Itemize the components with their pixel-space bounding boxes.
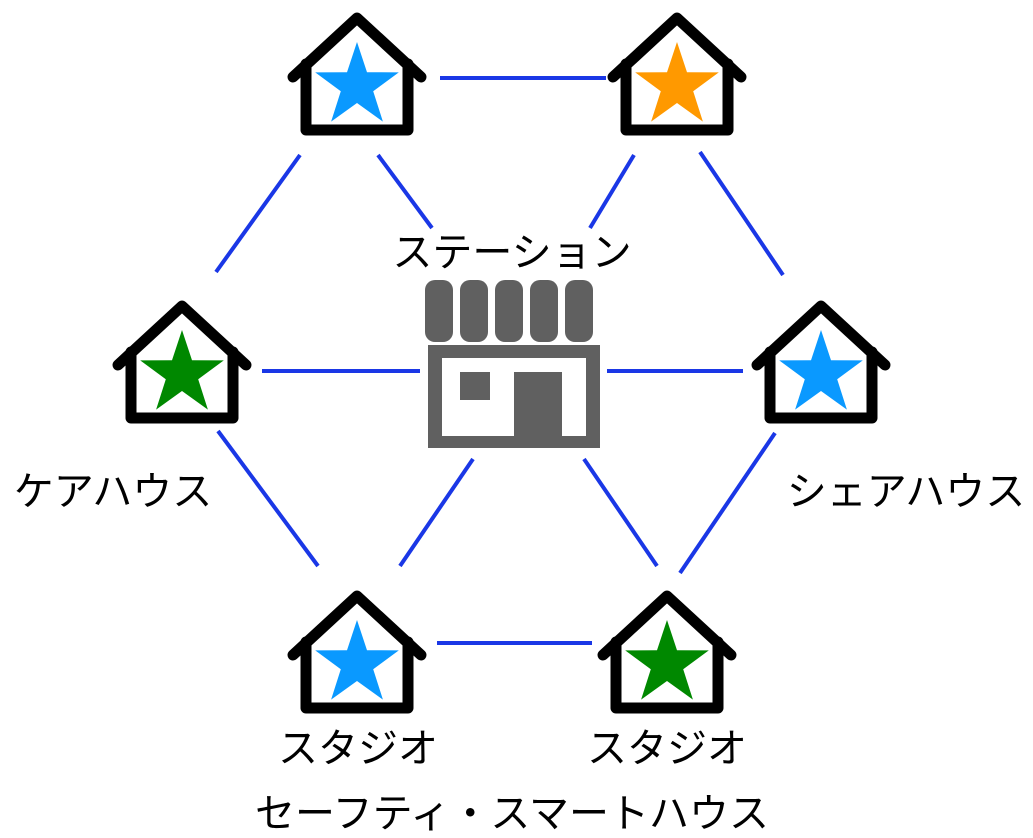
house-roof xyxy=(112,300,252,371)
storefront-awning-stripe xyxy=(460,280,488,342)
storefront-awning-stripe xyxy=(495,280,523,342)
house-icon-top-left xyxy=(287,12,427,136)
house-icon-middle-right xyxy=(751,300,891,424)
house-roof xyxy=(607,12,747,83)
house-roof xyxy=(287,12,427,83)
house-body xyxy=(300,636,414,714)
storefront-awning-stripe xyxy=(425,280,453,342)
house-label-bottom-left: スタジオ xyxy=(278,726,438,772)
star-icon xyxy=(315,42,399,122)
star-icon xyxy=(779,330,863,410)
star-icon xyxy=(315,620,399,700)
house-icon-bottom-right xyxy=(597,590,737,714)
house-icon-top-right xyxy=(607,12,747,136)
connector-lines xyxy=(214,76,785,645)
houses xyxy=(112,12,891,714)
house-body xyxy=(125,346,239,424)
edge-top-left xyxy=(214,153,302,274)
storefront-icon xyxy=(425,280,600,448)
house-roof xyxy=(287,590,427,661)
footer-label: セーフティ・スマートハウス xyxy=(255,791,769,837)
storefront-building xyxy=(428,345,600,448)
storefront-awning-stripe xyxy=(530,280,558,342)
edge-top-right xyxy=(698,150,785,277)
house-label-middle-right: シェアハウス xyxy=(787,469,1025,515)
house-icon-middle-left xyxy=(112,300,252,424)
spoke-top-left xyxy=(376,153,434,230)
house-roof xyxy=(751,300,891,371)
star-icon xyxy=(635,42,719,122)
star-icon xyxy=(625,620,709,700)
station-label: ステーション xyxy=(392,230,631,276)
storefront-awning-stripe xyxy=(565,280,593,342)
house-body xyxy=(764,346,878,424)
edge-right-bottom xyxy=(678,431,777,575)
house-roof xyxy=(597,590,737,661)
spoke-bottom-right xyxy=(582,457,659,568)
house-body xyxy=(620,58,734,136)
house-body xyxy=(300,58,414,136)
spoke-bottom-left xyxy=(398,457,475,568)
house-label-middle-left: ケアハウス xyxy=(14,469,212,515)
edge-left-bottom xyxy=(216,429,320,568)
house-icon-bottom-left xyxy=(287,590,427,714)
star-icon xyxy=(140,330,224,410)
house-body xyxy=(610,636,724,714)
spoke-top-right xyxy=(588,153,636,230)
house-label-bottom-right: スタジオ xyxy=(587,726,747,772)
